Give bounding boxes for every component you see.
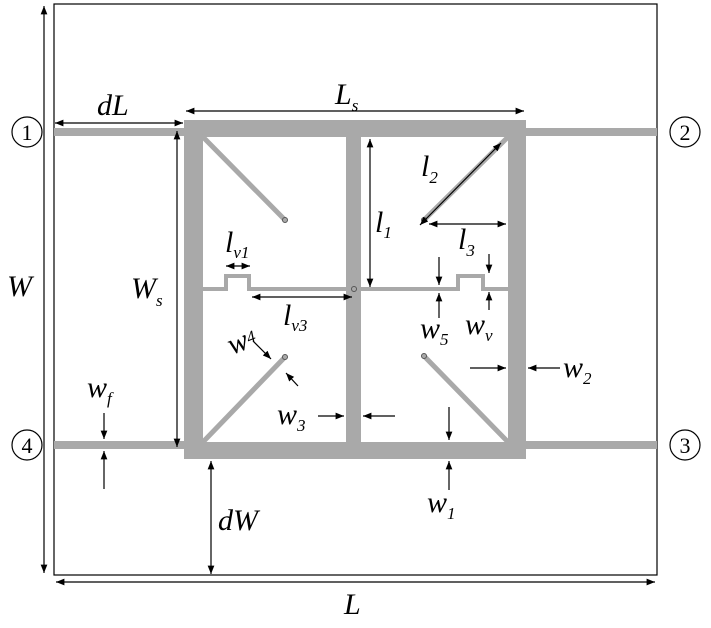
port-4: 4 — [11, 429, 43, 461]
port-1-label: 1 — [22, 120, 33, 145]
label-wf: wf — [87, 371, 114, 408]
label-w2: w2 — [563, 351, 592, 388]
dimension-lines — [40, 6, 655, 586]
label-l1: l1 — [375, 206, 392, 242]
dimension-labels: dL Ls W Ws l1 l2 l3 lv1 lv3 w4 w5 wv w2 … — [7, 78, 592, 621]
coupler-structure — [184, 120, 526, 459]
label-dW: dW — [218, 504, 261, 537]
label-lv1: lv1 — [225, 226, 249, 262]
feed-lines — [54, 128, 657, 449]
label-l2: l2 — [421, 150, 438, 187]
label-L: L — [343, 588, 361, 621]
port-4-label: 4 — [22, 433, 33, 458]
label-W: W — [7, 270, 35, 303]
ports: 1 2 3 4 — [11, 116, 701, 461]
stub-bottom-left — [200, 354, 288, 445]
label-lv3: lv3 — [283, 299, 307, 335]
feed-line-port-1 — [54, 128, 186, 136]
dim-l2 — [419, 142, 502, 226]
right-branch — [508, 120, 526, 459]
feed-line-port-3 — [524, 441, 657, 449]
via-hole — [351, 286, 357, 292]
left-branch — [184, 120, 203, 459]
label-l3: l3 — [458, 223, 475, 260]
port-1: 1 — [11, 116, 43, 148]
port-3-label: 3 — [680, 433, 691, 458]
port-2: 2 — [669, 116, 701, 148]
dim-w4-arrow-b — [285, 372, 299, 387]
label-Ls: Ls — [334, 78, 359, 115]
dim-w4-arrow-a — [252, 340, 272, 360]
label-wv: wv — [465, 308, 493, 345]
port-3: 3 — [669, 429, 701, 461]
label-Ws: Ws — [131, 272, 163, 310]
label-dL: dL — [97, 89, 129, 122]
feed-line-port-4 — [54, 441, 186, 449]
feed-line-port-2 — [524, 128, 657, 136]
substrate-outline — [53, 3, 658, 576]
label-w4: w4 — [222, 320, 261, 361]
label-w1: w1 — [427, 486, 456, 523]
stub-top-left — [200, 134, 288, 223]
label-w3: w3 — [277, 398, 306, 435]
via-hole — [421, 353, 427, 359]
label-w5: w5 — [420, 312, 449, 349]
port-2-label: 2 — [680, 120, 691, 145]
via-hole — [282, 217, 288, 223]
via-hole — [282, 354, 288, 360]
middle-stepped-line — [203, 274, 508, 291]
stub-bottom-right — [421, 353, 511, 445]
